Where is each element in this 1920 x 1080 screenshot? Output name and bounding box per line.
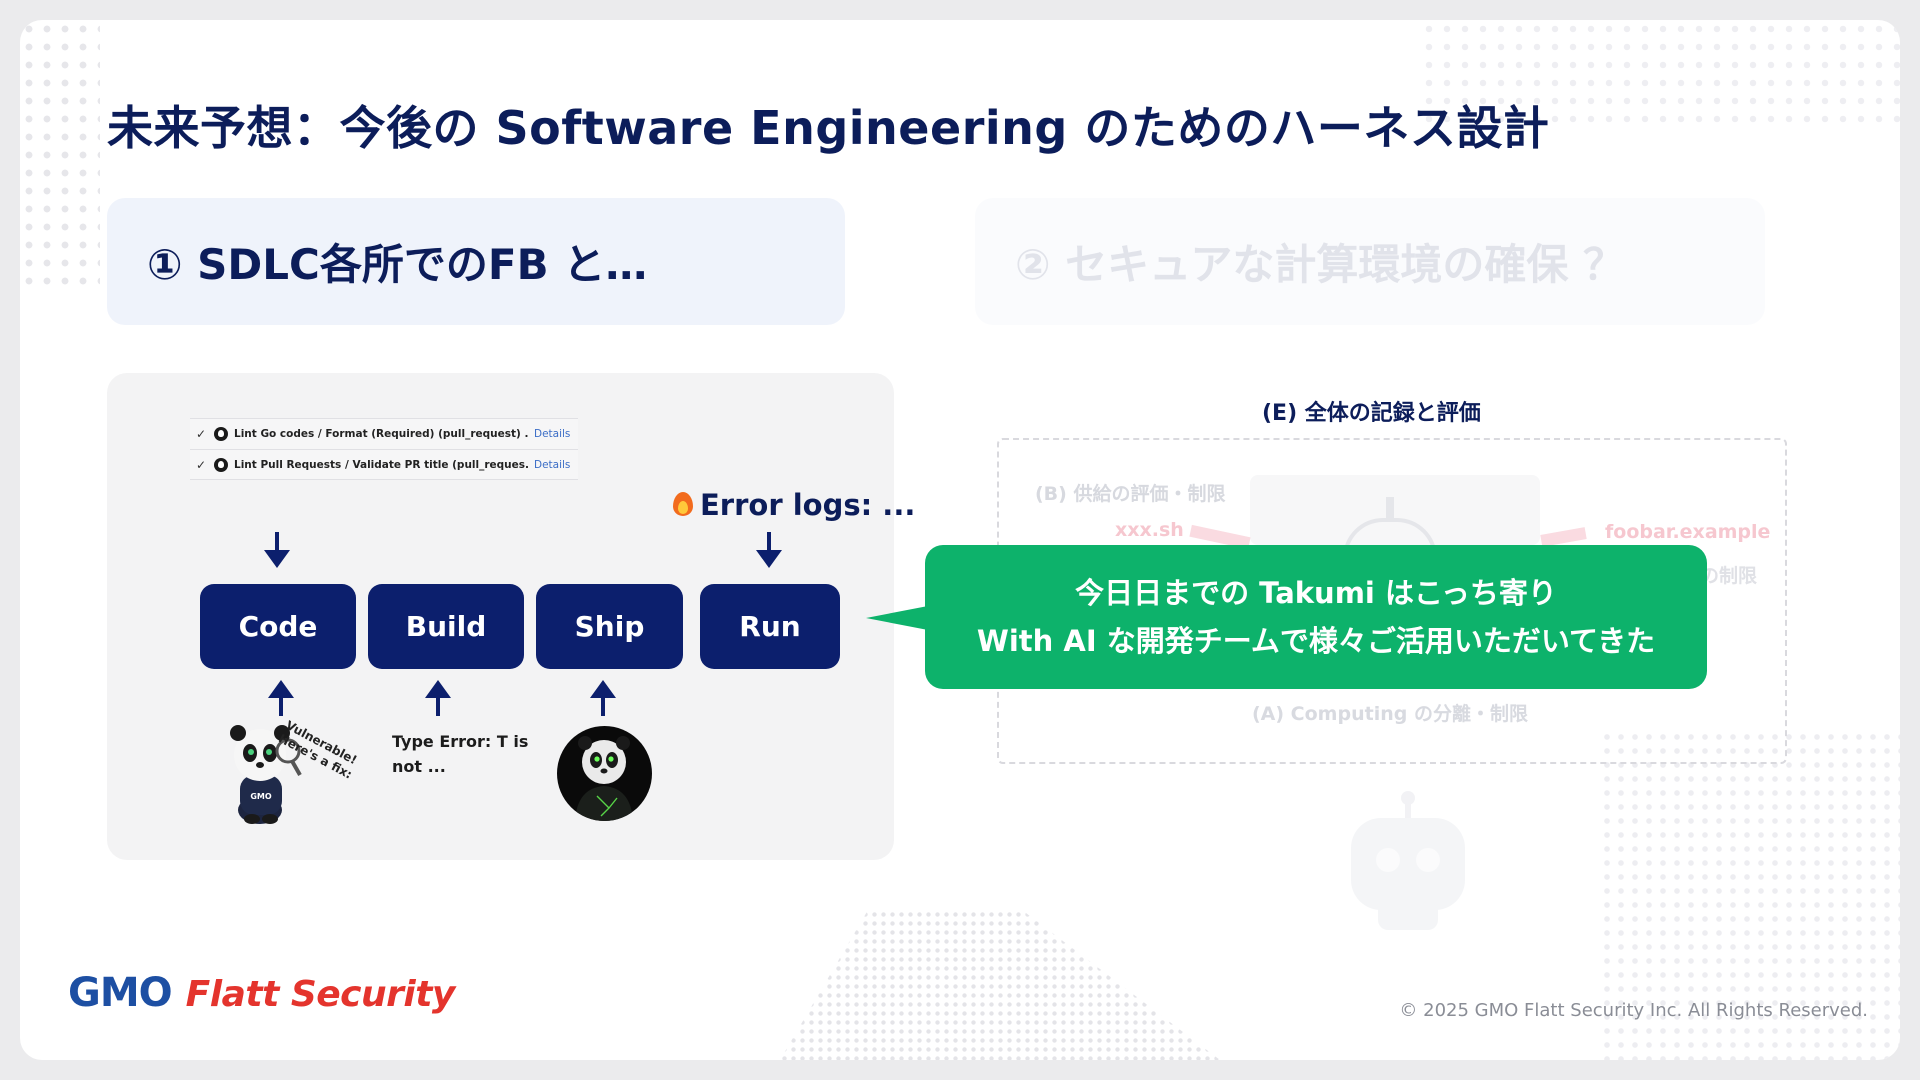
label-b-supply: (B) 供給の評価・制限: [1035, 483, 1226, 505]
stage-code: Code: [200, 584, 356, 669]
arrow-up-icon: [268, 680, 294, 718]
arrow-down-icon: [264, 532, 290, 568]
ci-check-label: Lint Go codes / Format (Required) (pull_…: [234, 428, 528, 440]
section-card-sdlc-label: ① SDLC各所でのFB と…: [147, 240, 648, 289]
label-xxx-sh: xxx.sh: [1115, 519, 1184, 541]
panda-magnifier-icon: GMO: [230, 725, 302, 824]
panel-right-title: (E) 全体の記録と評価: [1262, 401, 1481, 426]
section-card-sdlc: ① SDLC各所でのFB と…: [107, 198, 845, 325]
takumi-callout: 今日日までの Takumi はこっち寄り With AI な開発チームで様々ご活…: [925, 545, 1707, 689]
callout-line: With AI な開発チームで様々ご活用いただいてきた: [976, 624, 1656, 658]
gmo-flatt-security-logo: GMO Flatt Security: [68, 970, 455, 1016]
stage-build: Build: [368, 584, 524, 669]
section-card-secure-env-label: ② セキュアな計算環境の確保 ？: [1015, 240, 1625, 289]
stage-run: Run: [700, 584, 840, 669]
github-icon: [214, 427, 228, 441]
stage-ship: Ship: [536, 584, 683, 669]
error-logs-text: Error logs: ...: [700, 488, 916, 522]
callout-tail: [866, 606, 928, 630]
copyright: © 2025 GMO Flatt Security Inc. All Right…: [1399, 1000, 1868, 1021]
panda-hacker-icon: [575, 736, 633, 821]
error-logs-label: Error logs: ...: [672, 488, 915, 522]
panda-hacker-avatar: [557, 726, 652, 821]
callout-line: 今日日までの Takumi はこっち寄り: [1075, 576, 1557, 610]
logo-flatt-security: Flatt Security: [185, 974, 456, 1015]
arrow-down-icon: [756, 532, 782, 568]
faded-robot-box: [1250, 475, 1540, 545]
label-a-computing: (A) Computing の分離・制限: [1252, 703, 1528, 725]
ci-check-label: Lint Pull Requests / Validate PR title (…: [234, 458, 528, 471]
arrow-up-icon: [425, 680, 451, 718]
arrow-up-icon: [590, 680, 616, 718]
label-foobar-example: foobar.example: [1605, 521, 1771, 543]
check-icon: ✓: [196, 427, 207, 441]
dot-pattern-bottom: [780, 910, 1220, 1060]
robot-icon: [1351, 791, 1465, 930]
ci-check-row: ✓ Lint Pull Requests / Validate PR title…: [190, 449, 578, 480]
fire-icon: [672, 490, 694, 518]
check-icon: ✓: [196, 457, 207, 472]
github-icon: [214, 457, 228, 472]
ci-details-link[interactable]: Details: [534, 428, 571, 440]
section-card-secure-env: ② セキュアな計算環境の確保 ？: [975, 198, 1765, 325]
ci-check-list: ✓ Lint Go codes / Format (Required) (pul…: [190, 418, 578, 480]
logo-gmo: GMO: [68, 970, 173, 1016]
label-c-restriction: の制限: [1700, 565, 1758, 587]
dot-pattern-bottom-right: [1600, 730, 1900, 1060]
dot-pattern-top-right: [1420, 20, 1900, 130]
dot-pattern-top-left: [20, 20, 100, 290]
faded-robot-antenna: [1386, 497, 1394, 521]
panda-shirt-logo: GMO: [250, 792, 272, 801]
type-error-label: Type Error: T is not ...: [392, 732, 529, 776]
ci-details-link[interactable]: Details: [534, 458, 571, 471]
slide-title: 未来予想：今後の Software Engineering のためのハーネス設計: [107, 101, 1550, 155]
ci-check-row: ✓ Lint Go codes / Format (Required) (pul…: [190, 418, 578, 449]
